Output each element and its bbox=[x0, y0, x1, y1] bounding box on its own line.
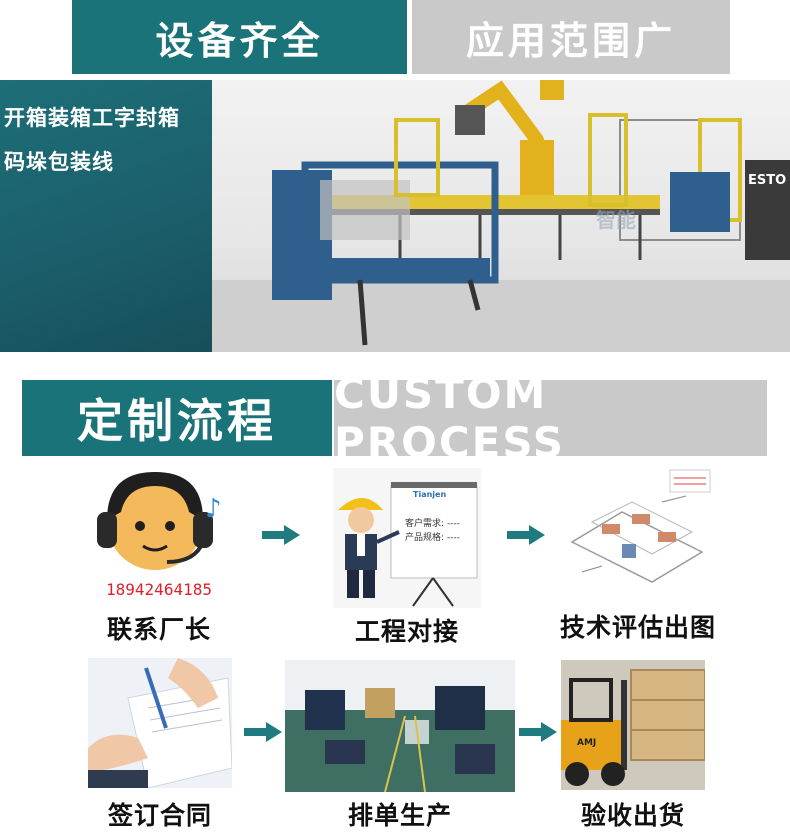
machine-brand-text: ESTO bbox=[748, 173, 786, 188]
board-logo: Tianjen bbox=[413, 490, 447, 499]
arrow-right-icon bbox=[262, 525, 300, 545]
svg-text:♪: ♪ bbox=[205, 494, 222, 524]
phone-number: 18942464185 bbox=[106, 580, 212, 599]
arrow-right-icon bbox=[519, 722, 557, 742]
arrow-right-icon bbox=[244, 722, 282, 742]
step-production-image bbox=[285, 660, 515, 792]
step-label-assessment: 技术评估出图 bbox=[559, 613, 716, 642]
step-label-delivery: 验收出货 bbox=[580, 801, 685, 830]
headset-avatar-icon: ♪ bbox=[97, 472, 222, 570]
production-line-illustration: ESTO 智能 bbox=[0, 80, 790, 352]
step-assessment-image bbox=[562, 462, 714, 604]
step-label-contact: 联系厂长 bbox=[106, 615, 211, 644]
tab-wide-application: 应用范围广 bbox=[412, 0, 730, 74]
hero-text-panel bbox=[0, 80, 212, 352]
section-title-en: CUSTOM PROCESS bbox=[334, 369, 767, 467]
arrow-right-icon bbox=[507, 525, 545, 545]
step-engineering-image: Tianjen 客户需求: ---- 产品规格: ---- bbox=[333, 468, 481, 608]
tab-equipment-complete: 设备齐全 bbox=[72, 0, 407, 74]
watermark-text: 智能 bbox=[596, 208, 636, 232]
signing-contract-icon bbox=[88, 658, 232, 788]
step-label-production: 排单生产 bbox=[347, 801, 452, 830]
forklift-crate-icon bbox=[561, 669, 705, 786]
step-label-engineering: 工程对接 bbox=[354, 617, 459, 646]
hero-line-2: 码垛包装线 bbox=[4, 150, 114, 174]
engineer-presentation-icon bbox=[338, 482, 478, 607]
board-line-product-specs: 产品规格: ---- bbox=[405, 533, 460, 543]
step-label-contract: 签订合同 bbox=[107, 801, 212, 830]
board-line-customer-needs: 客户需求: ---- bbox=[405, 519, 460, 529]
forklift-brand: AMJ bbox=[577, 738, 597, 748]
step-contract-image bbox=[88, 658, 232, 788]
section-title-cn: 定制流程 bbox=[22, 380, 332, 456]
factory-floor-icon bbox=[285, 660, 515, 792]
step-delivery-image: AMJ bbox=[561, 660, 705, 790]
hero-line-1: 开箱装箱工字封箱 bbox=[4, 106, 180, 130]
hero-caption: 开箱装箱工字封箱 码垛包装线 bbox=[4, 96, 219, 184]
step-contact-image: ♪ 18942464185 bbox=[85, 462, 233, 604]
layout-drawing-icon bbox=[570, 469, 711, 583]
